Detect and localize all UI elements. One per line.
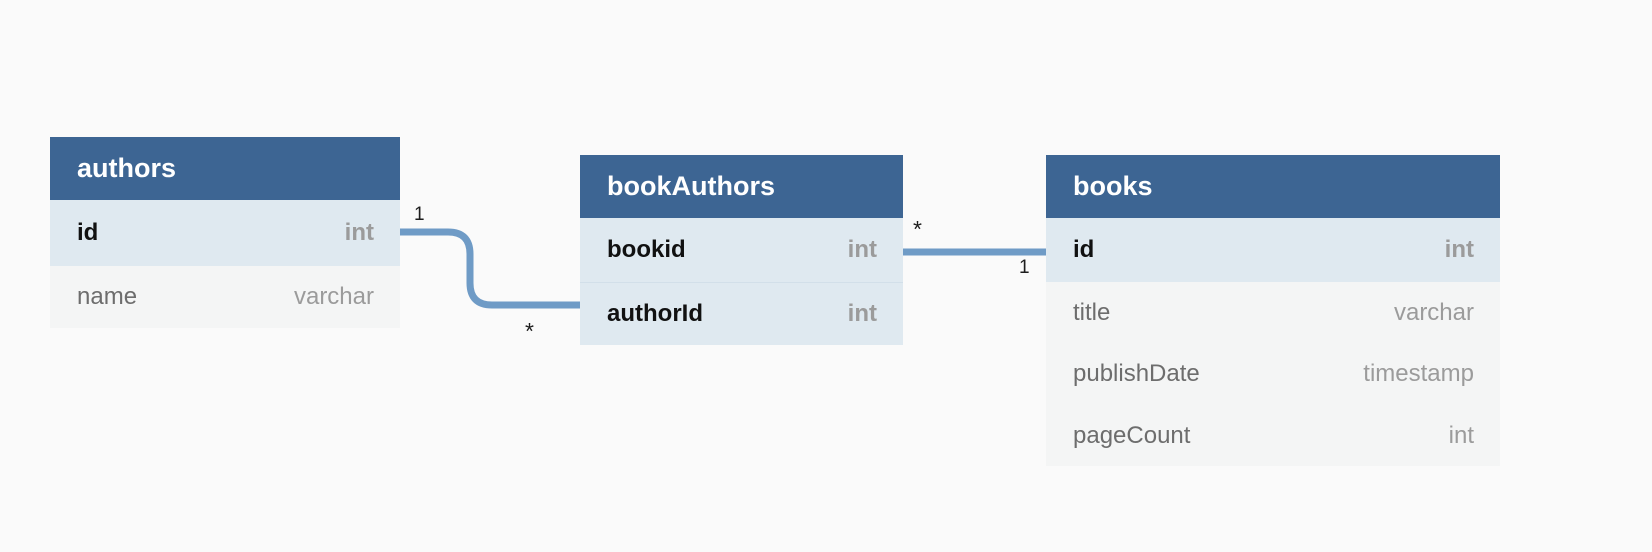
attribute-type: varchar: [1393, 298, 1474, 326]
cardinality-label-one: 1: [414, 204, 425, 225]
entity-title-authors: authors: [50, 137, 400, 200]
attribute-type: timestamp: [1363, 360, 1474, 387]
attribute-row[interactable]: id int: [50, 200, 400, 266]
entity-table-books[interactable]: books id int title varchar publishDate timesta…: [1046, 155, 1500, 466]
attribute-type: int: [847, 236, 877, 263]
attribute-row[interactable]: id int: [1046, 218, 1500, 282]
attribute-type: varchar: [293, 283, 374, 310]
attribute-row[interactable]: title varchar: [1046, 282, 1500, 343]
attribute-list-authors: id int name varchar: [50, 200, 400, 328]
entity-title-books: books: [1046, 155, 1500, 218]
cardinality-label-many: *: [525, 318, 534, 344]
attribute-row[interactable]: name varchar: [50, 266, 400, 328]
entity-title-bookAuthors: bookAuthors: [580, 155, 903, 218]
attribute-name: title: [1073, 298, 1111, 326]
attribute-row[interactable]: publishDate timestamp: [1046, 343, 1500, 405]
attribute-name: name: [77, 283, 138, 310]
attribute-row[interactable]: bookid int: [580, 218, 903, 282]
attribute-list-books: id int title varchar publishDate timestamp pag…: [1046, 218, 1500, 466]
attribute-name: id: [77, 219, 99, 246]
entity-table-authors[interactable]: authors id int name varchar: [50, 137, 400, 328]
cardinality-label-many: *: [913, 216, 922, 242]
entity-table-bookAuthors[interactable]: bookAuthors bookid int authorId int: [580, 155, 903, 345]
attribute-type: int: [847, 299, 877, 327]
attribute-row[interactable]: pageCount int: [1046, 405, 1500, 466]
attribute-type: int: [1444, 236, 1474, 263]
attribute-list-bookAuthors: bookid int authorId int: [580, 218, 903, 345]
attribute-name: publishDate: [1073, 360, 1200, 387]
relationship-line-authors-bookAuthors: [400, 228, 580, 309]
attribute-name: bookid: [607, 236, 686, 263]
attribute-name: authorId: [607, 299, 703, 327]
attribute-name: pageCount: [1073, 421, 1191, 449]
attribute-row[interactable]: authorId int: [580, 282, 903, 345]
attribute-name: id: [1073, 236, 1095, 263]
attribute-type: int: [1448, 421, 1474, 449]
cardinality-label-one: 1: [1019, 257, 1030, 278]
attribute-type: int: [344, 219, 374, 246]
